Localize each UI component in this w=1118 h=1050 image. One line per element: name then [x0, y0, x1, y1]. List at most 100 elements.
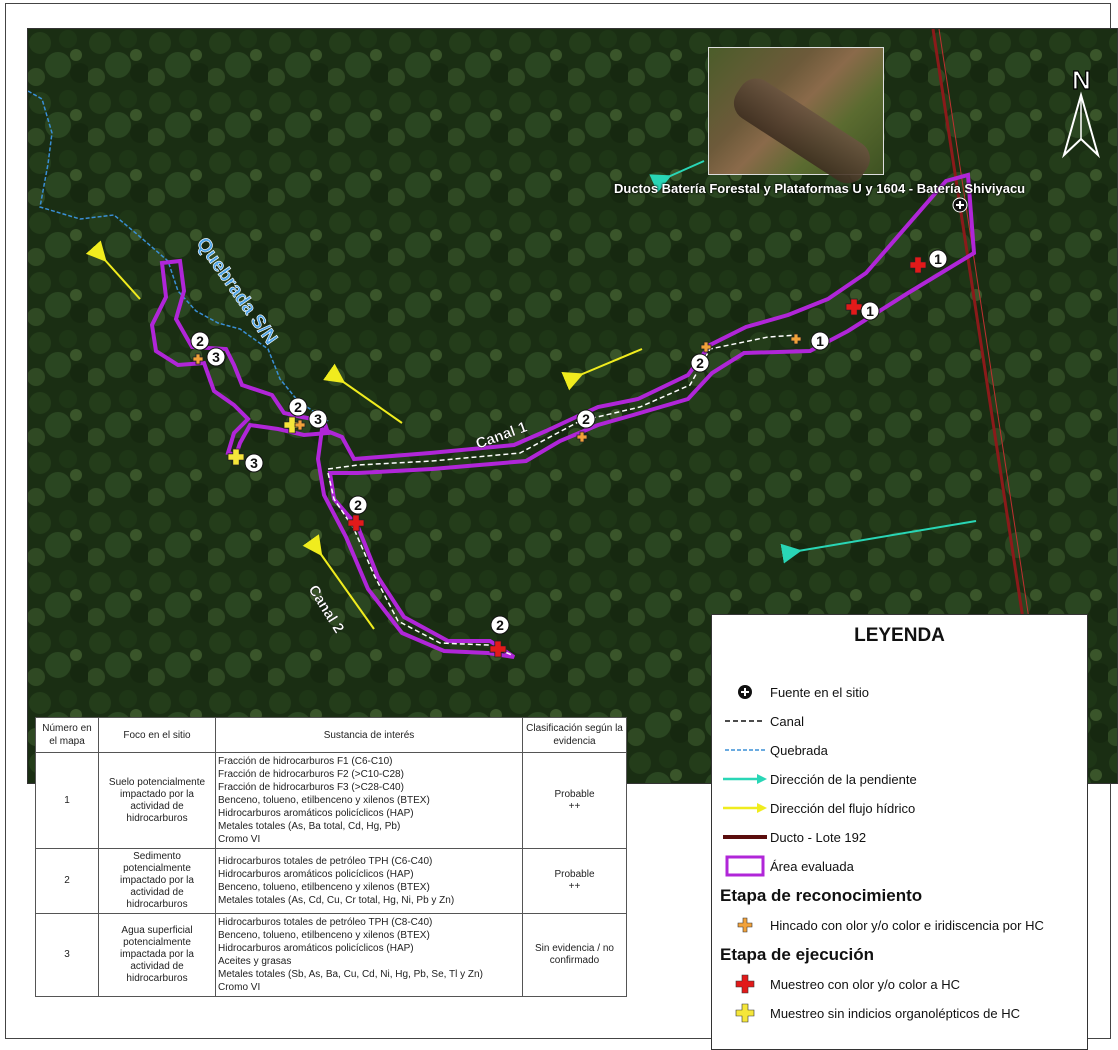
legend-item-label: Hincado con olor y/o color e iridiscenci…	[770, 917, 1044, 933]
legend-item-label: Canal	[770, 713, 804, 729]
marker-number-label: 3	[212, 349, 220, 365]
legend-section-heading: Etapa de reconocimiento	[720, 886, 923, 905]
pipeline-line-icon	[722, 826, 768, 848]
substance-item: Fracción de hidrocarburos F2 (>C10-C28)	[218, 769, 404, 780]
legend-section-heading: Etapa de ejecución	[720, 945, 874, 964]
legend-item-label: Área evaluada	[770, 858, 854, 874]
marker-number-label: 1	[816, 333, 824, 349]
marker-number-label: 1	[866, 303, 874, 319]
substance-item: Fracción de hidrocarburos F3 (>C28-C40)	[218, 782, 404, 793]
orange-cross-marker[interactable]: 3	[192, 347, 226, 367]
canal-1-line	[327, 334, 799, 470]
header-sustancia: Sustancia de interés	[215, 717, 523, 753]
north-arrow-icon: N	[1062, 64, 1100, 159]
cell-numero: 1	[35, 752, 99, 849]
substance-item: Metales totales (Sb, As, Ba, Cu, Cd, Ni,…	[218, 969, 483, 980]
source-icon[interactable]	[952, 197, 968, 213]
legend-item-label: Muestreo con olor y/o color a HC	[770, 976, 961, 992]
orange-cross-marker[interactable]: 2	[576, 409, 596, 443]
legend-item-label: Fuente en el sitio	[770, 684, 870, 700]
marker-number-label: 3	[314, 411, 322, 427]
legend-item: Ducto - Lote 192	[722, 826, 866, 848]
substance-item: Hidrocarburos aromáticos policíclicos (H…	[218, 869, 414, 880]
marker-number-label: 2	[582, 411, 590, 427]
source-icon	[722, 681, 768, 703]
flow-arrow	[561, 348, 643, 391]
cell-clasificacion: Probable++	[522, 848, 627, 914]
cell-foco: Agua superficial potencialmente impactad…	[98, 913, 216, 997]
orange-cross-marker[interactable]: 3	[294, 409, 328, 431]
marker-number-label: 2	[496, 617, 504, 633]
substance-item: Fracción de hidrocarburos F1 (C6-C10)	[218, 756, 393, 767]
flow-arrow	[323, 363, 403, 424]
marker-number-label: 2	[696, 355, 704, 371]
site-photo[interactable]	[708, 47, 884, 191]
red-cross-icon	[722, 973, 768, 995]
cell-foco: Sedimento potencialmente impactado por l…	[98, 848, 216, 914]
header-numero: Número en el mapa	[35, 717, 99, 753]
legend-title: LEYENDA	[854, 625, 945, 646]
cell-foco: Suelo potencialmente impactado por la ac…	[98, 752, 216, 849]
flow-arrow-icon	[722, 797, 768, 819]
legend-item-label: Ducto - Lote 192	[770, 829, 867, 845]
legend-item: Canal	[722, 710, 804, 732]
legend-item: Dirección de la pendiente	[722, 768, 917, 790]
flow-arrow	[302, 534, 375, 630]
substance-item: Benceno, tolueno, etilbenceno y xilenos …	[218, 795, 430, 806]
substance-item: Cromo VI	[218, 982, 261, 993]
substance-item: Benceno, tolueno, etilbenceno y xilenos …	[218, 930, 430, 941]
classification-label: Probable	[554, 869, 595, 880]
quebrada-line-icon	[722, 739, 768, 761]
substance-item: Aceites y grasas	[218, 956, 292, 967]
yellow-cross-marker[interactable]: 2	[283, 397, 308, 434]
slope-arrow	[780, 520, 977, 564]
classification-label: Sin evidencia / no confirmado	[535, 943, 614, 966]
red-cross-marker[interactable]: 1	[909, 249, 948, 274]
legend-item: Dirección del flujo hídrico	[722, 797, 915, 819]
classification-level: ++	[568, 800, 581, 812]
header-clasificacion: Clasificación según la evidencia	[522, 717, 627, 753]
marker-number-label: 2	[294, 399, 302, 415]
substance-item: Hidrocarburos totales de petróleo TPH (C…	[218, 856, 433, 867]
marker-number-label: 3	[250, 455, 258, 471]
legend-item-label: Dirección de la pendiente	[770, 771, 917, 787]
orange-cross-marker[interactable]: 1	[790, 331, 830, 351]
red-cross-marker[interactable]: 2	[347, 495, 368, 532]
legend-item-label: Dirección del flujo hídrico	[770, 800, 916, 816]
substance-item: Metales totales (As, Ba total, Cd, Hg, P…	[218, 821, 401, 832]
classification-level: ++	[568, 881, 581, 892]
substance-item: Benceno, tolueno, etilbenceno y xilenos …	[218, 882, 430, 893]
legend-item: Fuente en el sitio	[722, 681, 869, 703]
photo-pointer-arrow	[649, 160, 705, 193]
slope-arrow-icon	[722, 768, 768, 790]
substance-item: Hidrocarburos aromáticos policíclicos (H…	[218, 943, 414, 954]
cell-clasificacion: Sin evidencia / no confirmado	[522, 913, 627, 997]
legend-item-label: Muestreo sin indicios organolépticos de …	[770, 1005, 1021, 1021]
orange-cross-icon	[722, 914, 768, 936]
marker-number-label: 2	[354, 497, 362, 513]
legend-item: Muestreo con olor y/o color a HC	[722, 973, 960, 995]
legend-item: Área evaluada	[722, 855, 854, 877]
cell-sustancias: Fracción de hidrocarburos F1 (C6-C10) Fra…	[215, 752, 523, 849]
north-label: N	[1072, 65, 1091, 95]
yellow-cross-marker[interactable]: 3	[227, 448, 264, 473]
substance-item: Hidrocarburos aromáticos policíclicos (H…	[218, 808, 414, 819]
substance-item: Hidrocarburos totales de petróleo TPH (C…	[218, 917, 433, 928]
photo-caption: Ductos Batería Forestal y Plataformas U …	[614, 181, 1026, 196]
marker-number-label: 1	[934, 251, 942, 267]
cell-sustancias: Hidrocarburos totales de petróleo TPH (C…	[215, 913, 523, 997]
cell-numero: 3	[35, 913, 99, 997]
red-cross-marker[interactable]: 2	[489, 615, 510, 658]
orange-cross-marker[interactable]: 2	[690, 341, 712, 373]
cell-numero: 2	[35, 848, 99, 914]
legend-item: Quebrada	[722, 739, 828, 761]
cell-clasificacion: Probable++	[522, 752, 627, 849]
marker-number-label: 2	[196, 333, 204, 349]
red-cross-marker[interactable]: 1	[845, 298, 880, 321]
area-box-icon	[722, 855, 768, 877]
